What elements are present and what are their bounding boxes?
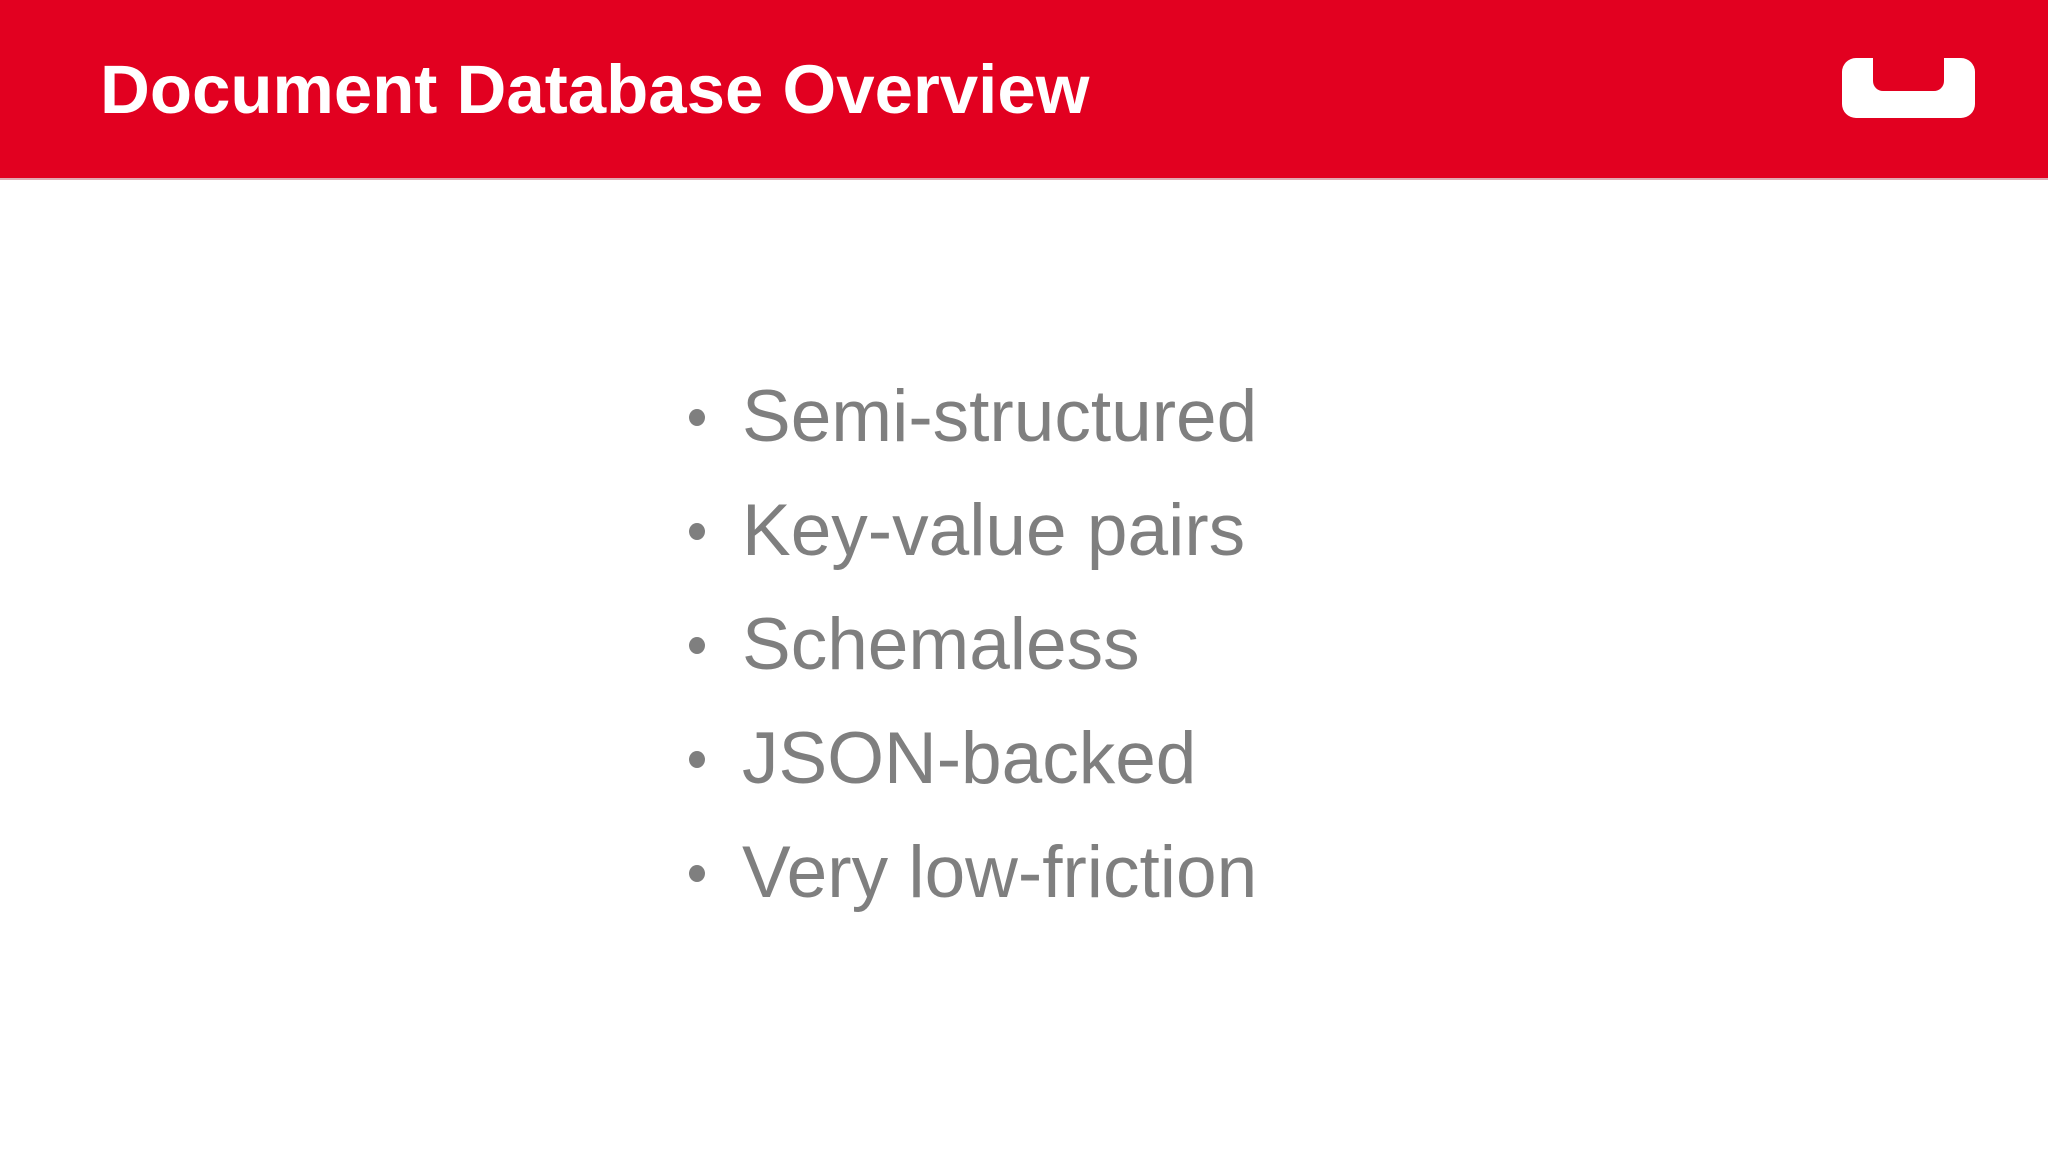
slide-title: Document Database Overview <box>100 50 1090 128</box>
bullet-item-very-low-friction: Very low-friction <box>689 816 1257 930</box>
bullet-item-key-value-pairs: Key-value pairs <box>689 474 1257 588</box>
logo-notch <box>1873 58 1944 91</box>
bullet-item-semi-structured: Semi-structured <box>689 360 1257 474</box>
bullet-item-schemaless: Schemaless <box>689 588 1257 702</box>
bullet-list: Semi-structured Key-value pairs Schemale… <box>689 360 1257 930</box>
couchbase-logo-icon <box>1842 58 1975 118</box>
title-bar: Document Database Overview <box>0 0 2048 180</box>
bullet-item-json-backed: JSON-backed <box>689 702 1257 816</box>
